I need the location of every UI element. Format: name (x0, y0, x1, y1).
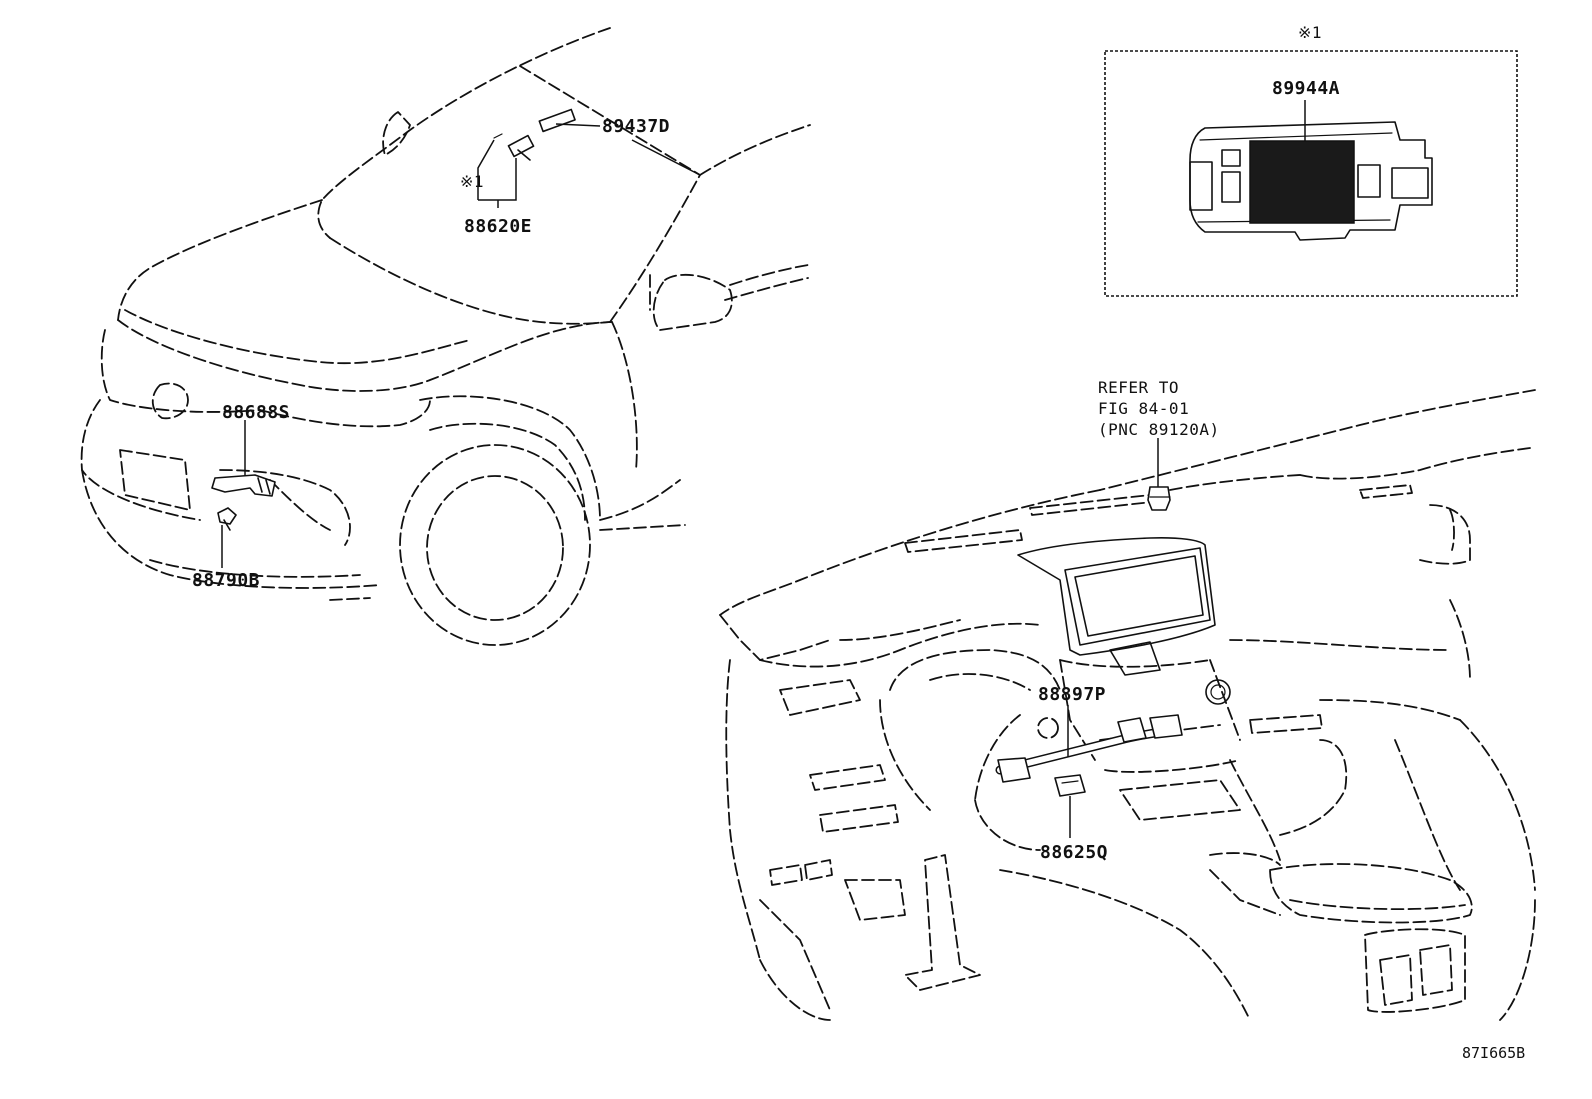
label-88790B: 88790B (192, 570, 260, 591)
vehicle-front-view (80, 27, 811, 646)
refer-line-1: REFER TO (1098, 378, 1179, 397)
dashboard-view (719, 389, 1536, 1021)
refer-line-2: FIG 84-01 (1098, 399, 1189, 418)
label-88620E: 88620E (464, 216, 532, 237)
label-mark-inset: ※1 (1298, 23, 1322, 42)
detail-inset-box (1104, 50, 1518, 297)
leader-lines (221, 100, 1306, 838)
figure-id: 87I665B (1462, 1044, 1525, 1062)
label-88688S: 88688S (222, 402, 290, 423)
refer-line-3: (PNC 89120A) (1098, 420, 1220, 439)
label-88897P: 88897P (1038, 684, 1106, 705)
label-mark-car: ※1 (460, 172, 484, 191)
label-89437D: 89437D (602, 116, 670, 137)
label-88625Q: 88625Q (1040, 842, 1108, 863)
part-labels: 89437D 88620E ※1 88688S 88790B ※1 89944A… (192, 23, 1525, 1062)
label-89944A: 89944A (1272, 78, 1340, 99)
